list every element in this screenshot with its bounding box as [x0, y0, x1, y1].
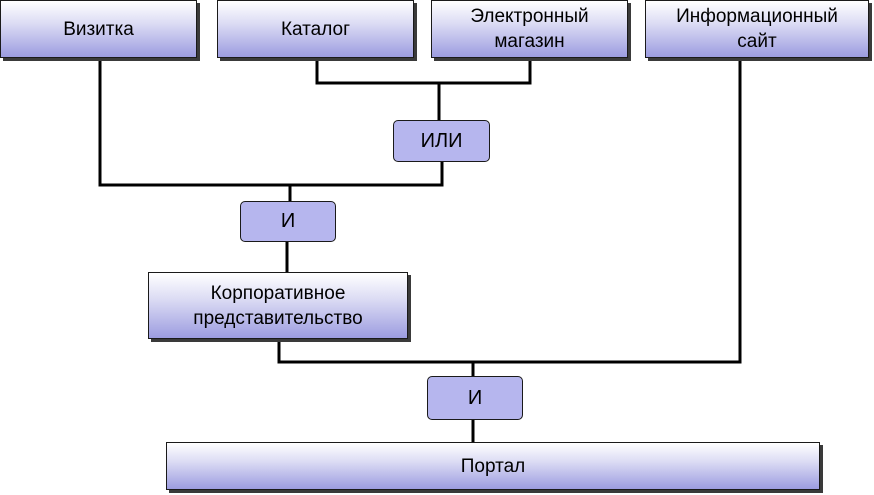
- node-electronic-shop: Электронный магазин: [431, 0, 628, 58]
- line-vizitka-to-and1: [98, 58, 290, 187]
- gate-or: ИЛИ: [393, 120, 490, 162]
- node-portal: Портал: [166, 442, 820, 490]
- line-shop-to-or: [439, 58, 532, 85]
- gate-and-1: И: [240, 201, 336, 242]
- line-or-to-and1: [290, 162, 444, 187]
- line-info-to-and2: [473, 58, 742, 364]
- node-katalog: Каталог: [217, 0, 414, 58]
- line-katalog-to-or: [315, 58, 439, 85]
- node-vizitka: Визитка: [0, 0, 197, 58]
- node-information-site: Информационный сайт: [645, 0, 869, 58]
- line-corporate-to-and2: [277, 339, 473, 364]
- gate-and-2: И: [427, 376, 523, 420]
- node-corporate-representation: Корпоративное представительство: [148, 272, 408, 339]
